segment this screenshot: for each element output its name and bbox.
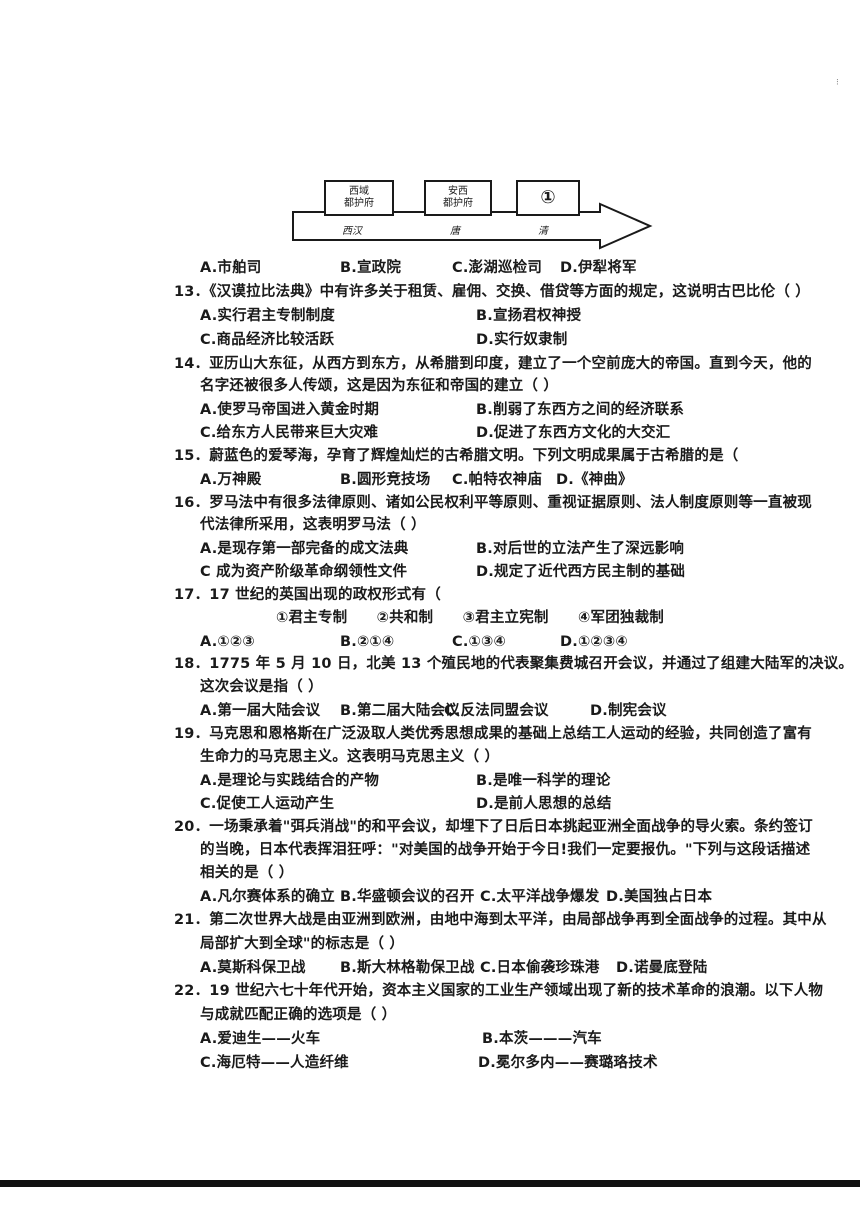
q13-option-a: A.实行君主专制制度 xyxy=(200,308,335,324)
q19-option-d: D.是前人思想的总结 xyxy=(476,796,612,812)
q17-option-c: C.①③④ xyxy=(452,634,506,650)
q16-option-a: A.是现存第一部完备的成文法典 xyxy=(200,541,409,557)
q18-option-b: B.第二届大陆会议 xyxy=(340,703,460,719)
q22-stem-line1: 22．19 世纪六七十年代开始，资本主义国家的工业生产领域出现了新的技术革命的浪… xyxy=(174,983,824,999)
box-xiyu-line1: 西域 xyxy=(349,186,369,197)
q21-option-b: B.斯大林格勒保卫战 xyxy=(340,960,475,976)
q21-stem-line1: 21．第二次世界大战是由亚洲到欧洲，由地中海到太平洋，由局部战争再到全面战争的过… xyxy=(174,912,827,928)
q15-option-a: A.万神殿 xyxy=(200,472,262,488)
q12-option-a: A.市舶司 xyxy=(200,260,262,276)
q19-stem-line2: 生命力的马克思主义。这表明马克思主义（ ） xyxy=(200,749,500,765)
q17-items: ①君主专制 ②共和制 ③君主立宪制 ④军团独裁制 xyxy=(276,610,665,626)
q22-option-c: C.海厄特——人造纤维 xyxy=(200,1055,349,1071)
box-xiyu: 西域 都护府 xyxy=(324,180,394,216)
q18-stem-line1: 18．1775 年 5 月 10 日，北美 13 个殖民地的代表聚集费城召开会议… xyxy=(174,656,854,672)
q14-option-a: A.使罗马帝国进入黄金时期 xyxy=(200,402,380,418)
q20-option-d: D.美国独占日本 xyxy=(606,889,713,905)
q20-stem-line3: 相关的是（ ） xyxy=(200,865,294,881)
q22-option-d: D.冕尔多内——赛璐珞技术 xyxy=(478,1055,658,1071)
q14-option-d: D.促进了东西方文化的大交汇 xyxy=(476,425,671,441)
arrow-label-xihan: 西汉 xyxy=(342,226,362,237)
box-anxi: 安西 都护府 xyxy=(424,180,492,216)
q19-option-a: A.是理论与实践结合的产物 xyxy=(200,773,380,789)
q20-stem-line1: 20．一场秉承着"弭兵消战"的和平会议，却埋下了日后日本挑起亚洲全面战争的导火索… xyxy=(174,819,813,835)
q15-option-c: C.帕特农神庙 xyxy=(452,472,543,488)
box-anxi-line1: 安西 xyxy=(448,186,468,197)
q14-option-b: B.削弱了东西方之间的经济联系 xyxy=(476,402,685,418)
q12-option-d: D.伊犁将军 xyxy=(560,260,637,276)
box-xiyu-line2: 都护府 xyxy=(344,198,374,209)
q21-stem-line2: 局部扩大到全球"的标志是（ ） xyxy=(200,936,405,952)
bottom-border xyxy=(0,1180,860,1187)
arrow-label-qing: 清 xyxy=(538,226,548,237)
q18-stem-line2: 这次会议是指（ ） xyxy=(200,679,323,695)
q22-option-a: A.爱迪生——火车 xyxy=(200,1031,321,1047)
q19-stem-line1: 19．马克思和恩格斯在广泛汲取人类优秀思想成果的基础上总结工人运动的经验，共同创… xyxy=(174,726,812,742)
box-anxi-line2: 都护府 xyxy=(443,198,473,209)
q17-option-a: A.①②③ xyxy=(200,634,255,650)
q12-option-b: B.宣政院 xyxy=(340,260,402,276)
q21-option-d: D.诺曼底登陆 xyxy=(616,960,708,976)
q15-option-d: D.《神曲》 xyxy=(556,472,633,488)
q17-option-d: D.①②③④ xyxy=(560,634,628,650)
q13-option-c: C.商品经济比较活跃 xyxy=(200,332,335,348)
timeline-diagram: 西域 都护府 安西 都护府 ① 西汉 唐 清 xyxy=(290,178,660,250)
q18-option-a: A.第一届大陆会议 xyxy=(200,703,321,719)
q21-option-c: C.日本偷袭珍珠港 xyxy=(480,960,600,976)
edge-mark: ⁝ xyxy=(836,78,839,88)
q13-stem: 13．《汉谟拉比法典》中有许多关于租赁、雇佣、交换、借贷等方面的规定，这说明古巴… xyxy=(174,284,810,300)
q19-option-b: B.是唯一科学的理论 xyxy=(476,773,611,789)
q21-option-a: A.莫斯科保卫战 xyxy=(200,960,306,976)
box-blank-label: ① xyxy=(540,187,556,208)
arrow-label-tang: 唐 xyxy=(450,226,460,237)
q16-option-b: B.对后世的立法产生了深远影响 xyxy=(476,541,685,557)
q22-option-b: B.本茨———汽车 xyxy=(482,1031,602,1047)
q14-option-c: C.给东方人民带来巨大灾难 xyxy=(200,425,379,441)
q18-option-c: C.反法同盟会议 xyxy=(444,703,549,719)
q19-option-c: C.促使工人运动产生 xyxy=(200,796,335,812)
q16-option-d: D.规定了近代西方民主制的基础 xyxy=(476,564,686,580)
q12-option-c: C.澎湖巡检司 xyxy=(452,260,543,276)
q13-option-b: B.宣扬君权神授 xyxy=(476,308,582,324)
q13-option-d: D.实行奴隶制 xyxy=(476,332,568,348)
q18-option-d: D.制宪会议 xyxy=(590,703,667,719)
q16-stem-line2: 代法律所采用，这表明罗马法（ ） xyxy=(200,517,426,533)
q16-option-c: C 成为资产阶级革命纲领性文件 xyxy=(200,564,408,580)
q17-stem: 17．17 世纪的英国出现的政权形式有（ xyxy=(174,587,441,603)
q22-stem-line2: 与成就匹配正确的选项是（ ） xyxy=(200,1007,397,1023)
q15-stem: 15．蔚蓝色的爱琴海，孕育了辉煌灿烂的古希腊文明。下列文明成果属于古希腊的是（ xyxy=(174,448,739,464)
box-blank: ① xyxy=(516,180,580,216)
q15-option-b: B.圆形竞技场 xyxy=(340,472,431,488)
q20-option-a: A.凡尔赛体系的确立 xyxy=(200,889,335,905)
q20-option-b: B.华盛顿会议的召开 xyxy=(340,889,475,905)
q20-option-c: C.太平洋战争爆发 xyxy=(480,889,600,905)
q14-stem-line2: 名字还被很多人传颂，这是因为东征和帝国的建立（ ） xyxy=(200,378,559,394)
q16-stem-line1: 16．罗马法中有很多法律原则、诸如公民权利平等原则、重视证据原则、法人制度原则等… xyxy=(174,495,812,511)
q17-option-b: B.②①④ xyxy=(340,634,395,650)
q20-stem-line2: 的当晚，日本代表挥泪狂呼："对美国的战争开始于今日!我们一定要报仇。"下列与这段… xyxy=(200,842,811,858)
q14-stem-line1: 14．亚历山大东征，从西方到东方，从希腊到印度，建立了一个空前庞大的帝国。直到今… xyxy=(174,356,812,372)
